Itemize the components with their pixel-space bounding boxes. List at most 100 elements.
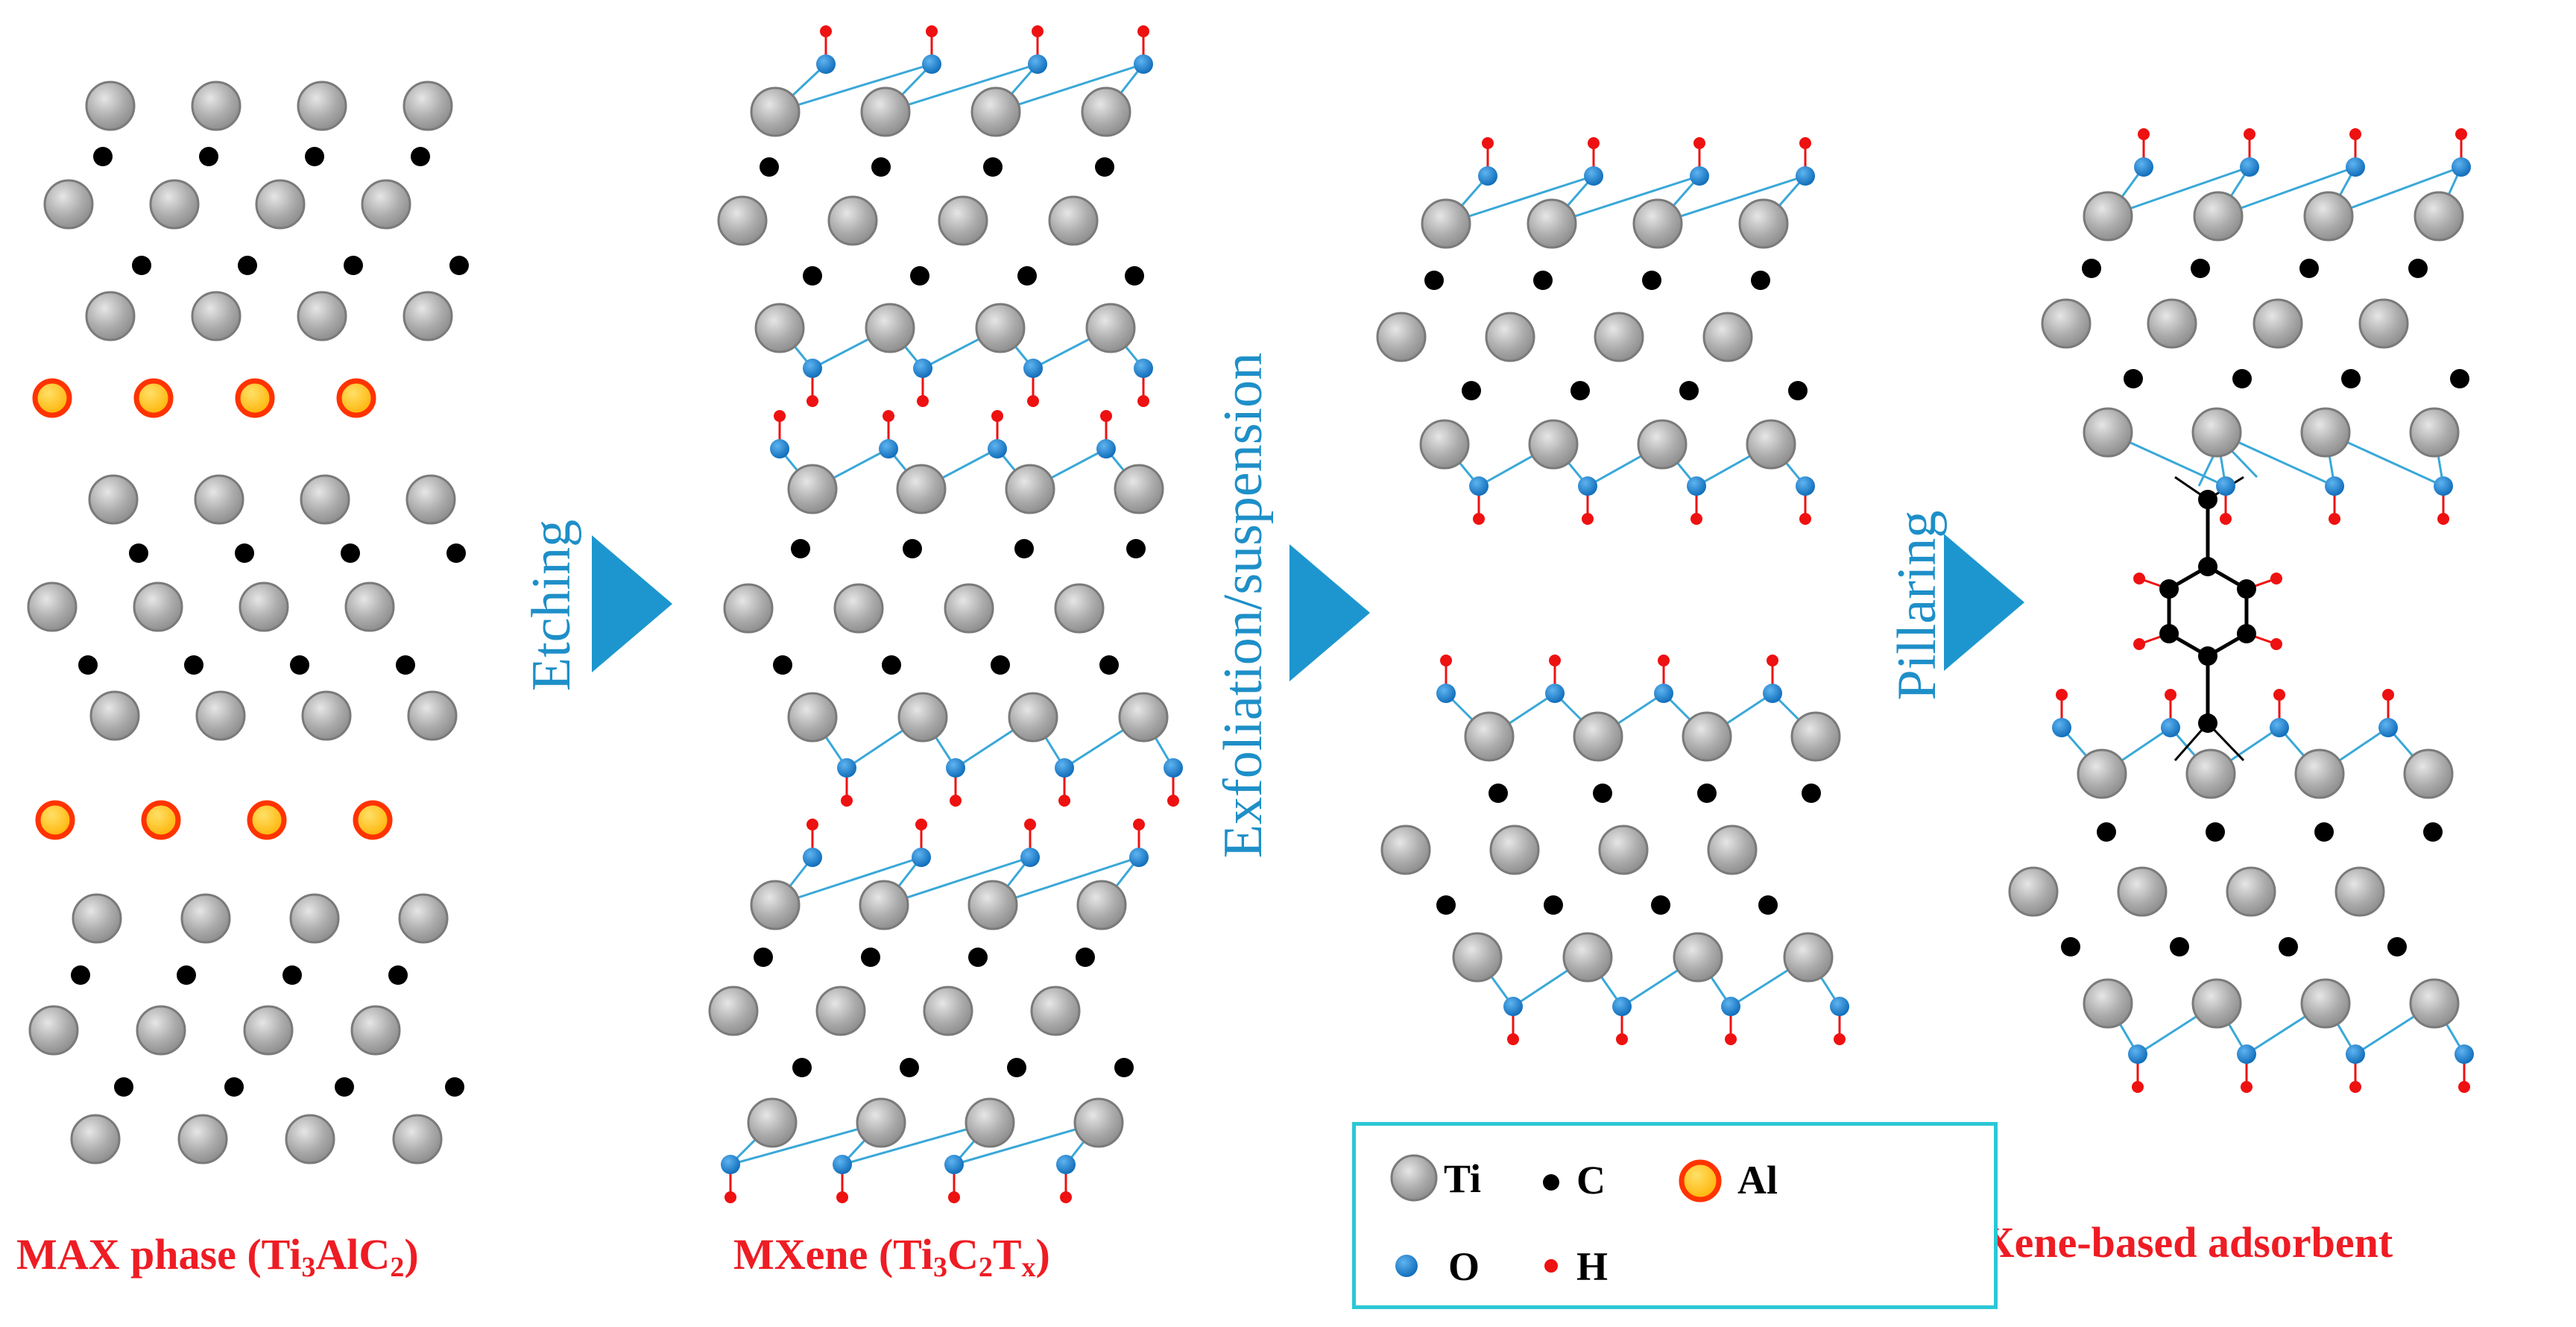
h-atom <box>1137 395 1149 407</box>
ti-atom <box>136 1005 186 1056</box>
c-atom <box>1802 784 1821 803</box>
ti-atom <box>896 464 947 514</box>
o-atom <box>721 1155 740 1174</box>
pillaring-label: Pillaring <box>1887 510 1948 701</box>
c-atom <box>2387 937 2407 956</box>
ti-atom <box>297 81 347 131</box>
ti-atom <box>28 1005 79 1056</box>
al-atom <box>336 378 376 418</box>
c-atom <box>871 157 891 177</box>
ti-atom <box>405 474 456 525</box>
h-atom <box>948 1191 960 1203</box>
c-atom <box>2236 624 2256 643</box>
c-atom <box>1114 1058 1134 1077</box>
c-atom <box>446 543 466 563</box>
h-atom <box>2133 638 2146 650</box>
ti-atom <box>2185 748 2236 799</box>
al-atom <box>35 800 75 840</box>
ti-atom <box>1594 312 1644 362</box>
ti-atom <box>2409 978 2460 1029</box>
bond <box>774 856 922 907</box>
ti-atom <box>787 692 838 743</box>
legend-h-label: H <box>1576 1244 1609 1289</box>
c-atom <box>2191 259 2210 278</box>
c-atom <box>2232 369 2252 388</box>
ti-atom <box>1421 198 1471 249</box>
ti-atom <box>1048 195 1099 246</box>
h-atom <box>917 395 929 407</box>
ti-atom <box>2083 978 2133 1029</box>
o-atom <box>1134 54 1153 74</box>
c-atom <box>1436 895 1456 915</box>
ti-atom <box>85 81 136 131</box>
h-atom <box>724 1191 736 1203</box>
ti-atom <box>1114 464 1164 514</box>
h-atom <box>1588 137 1600 149</box>
o-atom <box>2346 1044 2365 1064</box>
c-atom <box>2423 822 2443 842</box>
ti-atom <box>27 581 78 632</box>
c-atom <box>1014 539 1034 558</box>
o-atom <box>816 54 836 74</box>
ti-atom <box>1790 711 1841 762</box>
h-atom <box>1482 137 1494 149</box>
c-atom <box>344 256 363 275</box>
h-atom <box>1133 819 1145 830</box>
h-atom <box>2133 573 2146 584</box>
h-atom <box>1473 513 1485 525</box>
h-atom <box>806 395 818 407</box>
ti-atom <box>43 179 94 230</box>
legend-c-label: C <box>1576 1158 1606 1203</box>
o-atom <box>2237 1044 2256 1064</box>
legend-al-icon <box>1679 1159 1722 1203</box>
h-atom <box>1616 1033 1628 1045</box>
h-atom <box>841 795 853 807</box>
al-atom <box>32 378 72 418</box>
c-atom <box>773 655 792 675</box>
legend: Ti C Al O H <box>1352 1122 1998 1309</box>
ti-atom <box>1562 932 1613 983</box>
ti-atom <box>2083 407 2133 458</box>
ti-atom <box>1598 825 1649 875</box>
c-atom <box>991 655 1010 675</box>
h-atom <box>1507 1033 1519 1045</box>
ti-atom <box>1783 932 1834 983</box>
h-atom <box>2165 689 2176 701</box>
max-phase-caption: MAX phase (Ti3AlC2) <box>16 1230 419 1283</box>
o-atom <box>1134 359 1153 378</box>
al-atom <box>141 800 181 840</box>
ti-atom <box>2358 298 2409 349</box>
al-atom <box>247 800 287 840</box>
ti-atom <box>750 880 801 930</box>
o-atom <box>1690 166 1709 186</box>
c-atom <box>1679 381 1699 400</box>
o-atom <box>1687 476 1706 496</box>
ti-atom <box>255 179 306 230</box>
o-atom <box>1129 848 1149 867</box>
c-atom <box>1593 784 1612 803</box>
h-atom <box>1137 25 1149 37</box>
h-atom <box>2132 1081 2144 1093</box>
atom-layer <box>27 25 2474 1203</box>
o-atom <box>1020 848 1040 867</box>
h-atom <box>1167 795 1179 807</box>
ti-atom <box>1005 464 1055 514</box>
h-atom <box>915 819 927 830</box>
ti-atom <box>2409 407 2460 458</box>
o-atom <box>1545 684 1565 703</box>
o-atom <box>1830 997 1849 1016</box>
o-atom <box>946 758 965 778</box>
c-atom <box>1095 157 1114 177</box>
bond <box>885 63 1038 113</box>
o-atom <box>1796 476 1815 496</box>
ti-atom <box>2300 407 2351 458</box>
h-atom <box>1027 395 1039 407</box>
h-atom <box>1693 137 1705 149</box>
o-atom <box>2452 157 2471 177</box>
o-atom <box>922 54 941 74</box>
h-atom <box>2270 638 2282 650</box>
ti-atom <box>938 195 988 246</box>
c-atom <box>71 965 90 985</box>
c-atom <box>1099 655 1119 675</box>
h-atom <box>1060 1191 1072 1203</box>
